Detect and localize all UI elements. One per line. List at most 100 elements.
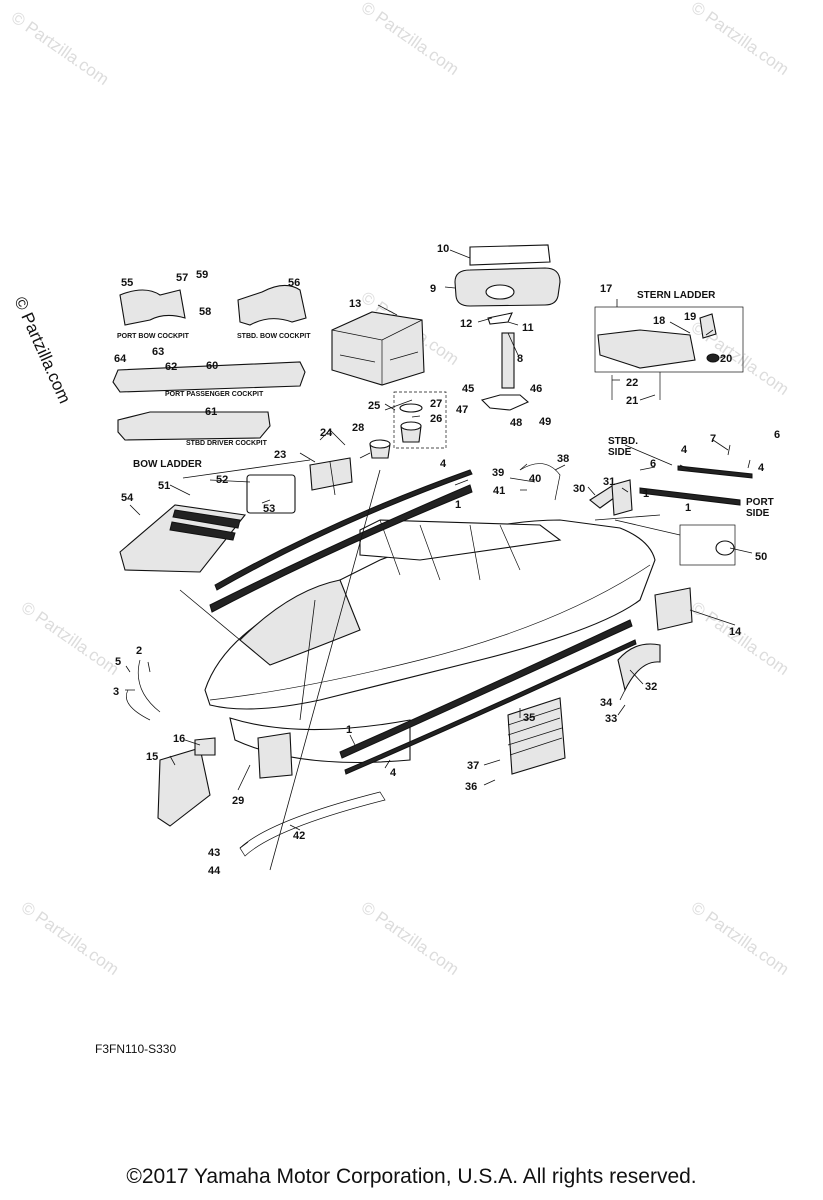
callout-39: 39: [492, 467, 504, 479]
callout-20: 20: [720, 353, 732, 365]
callout-21: 21: [626, 395, 638, 407]
callout-1: 1: [643, 488, 649, 500]
callout-13: 13: [349, 298, 361, 310]
callout-29: 29: [232, 795, 244, 807]
callout-40: 40: [529, 473, 541, 485]
tower-assembly: [454, 244, 561, 411]
callout-1: 1: [346, 724, 352, 736]
callout-36: 36: [465, 781, 477, 793]
callout-59: 59: [196, 269, 208, 281]
stern-ladder-group: [594, 306, 744, 400]
cooler: [331, 311, 425, 386]
callout-44: 44: [208, 865, 221, 877]
misc-hardware: [126, 463, 736, 857]
watermark: © Partzilla.com: [688, 0, 793, 79]
callout-58: 58: [199, 306, 211, 318]
callout-9: 9: [430, 283, 436, 295]
callout-61: 61: [205, 406, 217, 418]
callout-49: 49: [539, 416, 551, 428]
callout-4: 4: [758, 462, 765, 474]
callout-37: 37: [467, 760, 479, 772]
callout-19: 19: [684, 311, 696, 323]
decal-caption-port-passenger: PORT PASSENGER COCKPIT: [165, 391, 264, 398]
boat-hull: [204, 519, 656, 763]
callout-24: 24: [320, 427, 333, 439]
group-title-stbd-side: STBD.SIDE: [608, 436, 638, 458]
callout-30: 30: [573, 483, 585, 495]
callout-55: 55: [121, 277, 133, 289]
callout-50: 50: [755, 551, 767, 563]
decal-caption-stbd-driver: STBD DRIVER COCKPIT: [186, 440, 268, 447]
callout-47: 47: [456, 404, 468, 416]
callout-14: 14: [729, 626, 742, 638]
callout-8: 8: [517, 353, 523, 365]
callout-18: 18: [653, 315, 665, 327]
callout-62: 62: [165, 361, 177, 373]
watermark: © Partzilla.com: [18, 598, 123, 679]
callout-41: 41: [493, 485, 505, 497]
watermark: © Partzilla.com: [18, 898, 123, 979]
group-title-bow-ladder: BOW LADDER: [133, 459, 203, 470]
callout-57: 57: [176, 272, 188, 284]
callout-64: 64: [114, 353, 127, 365]
callout-1: 1: [455, 499, 461, 511]
callout-10: 10: [437, 243, 449, 255]
callout-51: 51: [158, 480, 170, 492]
decal-caption-port-bow: PORT BOW COCKPIT: [117, 333, 190, 340]
callout-11: 11: [522, 322, 534, 334]
callout-6: 6: [774, 429, 780, 441]
group-title-stern-ladder: STERN LADDER: [637, 290, 716, 301]
rub-rails: [209, 465, 753, 775]
callout-23: 23: [274, 449, 286, 461]
callout-6: 6: [650, 458, 656, 470]
callout-56: 56: [288, 277, 300, 289]
callout-numbers: 1 1 1 1 2 3 4 4 4 4 5 6 6 7 8 9 10 11 12…: [113, 243, 780, 877]
callout-54: 54: [121, 492, 134, 504]
watermark: © Partzilla.com: [688, 598, 793, 679]
callout-26: 26: [430, 413, 442, 425]
callout-42: 42: [293, 830, 305, 842]
diagram-code: F3FN110-S330: [95, 1042, 177, 1056]
cockpit-decals: PORT BOW COCKPIT STBD. BOW COCKPIT PORT …: [112, 284, 311, 447]
callout-35: 35: [523, 712, 535, 724]
callout-1: 1: [685, 502, 691, 514]
callout-63: 63: [152, 346, 164, 358]
callout-28: 28: [352, 422, 364, 434]
callout-38: 38: [557, 453, 569, 465]
callout-34: 34: [600, 697, 613, 709]
callout-4: 4: [681, 444, 688, 456]
callout-27: 27: [430, 398, 442, 410]
callout-25: 25: [368, 400, 380, 412]
callout-5: 5: [115, 656, 121, 668]
watermark: © Partzilla.com: [8, 8, 113, 89]
watermark: © Partzilla.com: [688, 898, 793, 979]
callout-2: 2: [136, 645, 142, 657]
callout-12: 12: [460, 318, 472, 330]
watermark: © Partzilla.com: [358, 0, 463, 79]
callout-46: 46: [530, 383, 542, 395]
callout-4: 4: [440, 458, 447, 470]
callout-4: 4: [390, 767, 397, 779]
watermark-layer: © Partzilla.com © Partzilla.com © Partzi…: [8, 0, 793, 979]
callout-31: 31: [603, 476, 615, 488]
callout-3: 3: [113, 686, 119, 698]
callout-45: 45: [462, 383, 474, 395]
callout-7: 7: [710, 433, 716, 445]
cup-holder-group: [309, 391, 447, 491]
callout-22: 22: [626, 377, 638, 389]
callout-48: 48: [510, 417, 522, 429]
callout-43: 43: [208, 847, 220, 859]
decal-caption-stbd-bow: STBD. BOW COCKPIT: [237, 333, 311, 340]
callout-53: 53: [263, 503, 275, 515]
bow-ladder-group: [119, 474, 296, 573]
callout-15: 15: [146, 751, 158, 763]
callout-52: 52: [216, 474, 228, 486]
callout-17: 17: [600, 283, 612, 295]
watermark-side: © Partzilla.com: [10, 294, 74, 406]
callout-33: 33: [605, 713, 617, 725]
watermark: © Partzilla.com: [358, 898, 463, 979]
callout-32: 32: [645, 681, 657, 693]
callout-60: 60: [206, 360, 218, 372]
